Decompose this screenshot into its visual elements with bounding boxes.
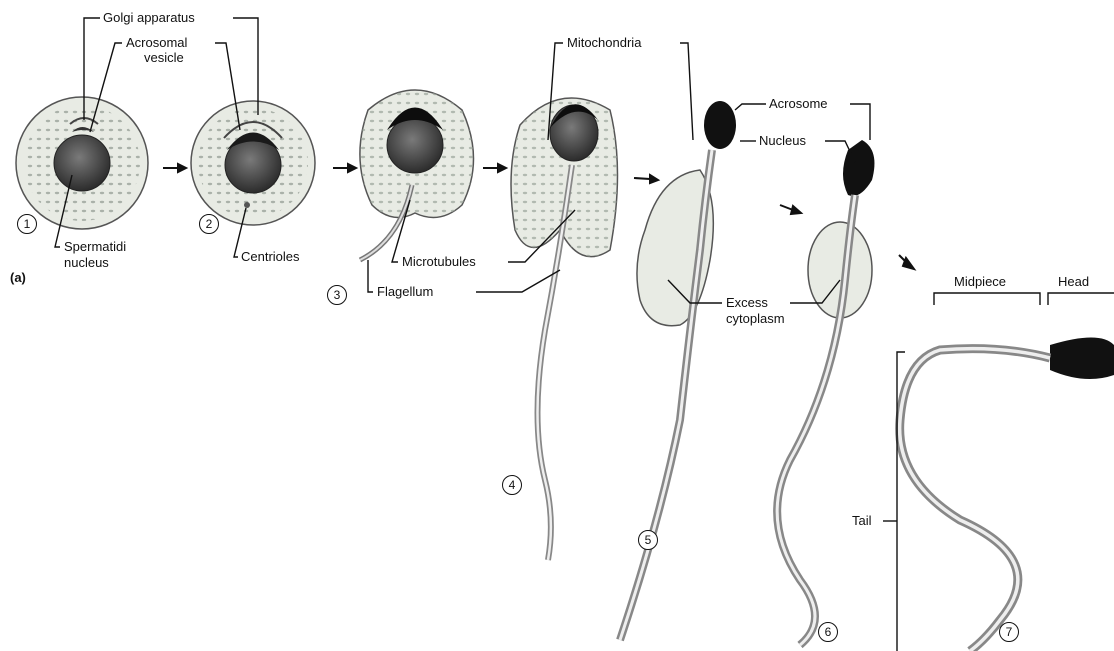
label-flagellum: Flagellum (377, 285, 433, 299)
label-tail: Tail (852, 514, 872, 528)
label-nucleus: Nucleus (759, 134, 806, 148)
step-number-6: 6 (818, 622, 838, 642)
label-excess-cytoplasm-line1: Excess (726, 296, 768, 310)
label-midpiece: Midpiece (954, 275, 1006, 289)
cell-stage-4 (511, 98, 618, 560)
cell-stage-1 (16, 97, 148, 229)
cell-stage-5 (620, 101, 736, 640)
label-microtubules: Microtubules (402, 255, 476, 269)
step-number-1: 1 (17, 214, 37, 234)
step-number-4: 4 (502, 475, 522, 495)
step-number-7: 7 (999, 622, 1019, 642)
step-number-2: 2 (199, 214, 219, 234)
label-acrosome: Acrosome (769, 97, 828, 111)
label-acrosomal-vesicle-line2: vesicle (144, 51, 184, 65)
step-number-5: 5 (638, 530, 658, 550)
label-head: Head (1058, 275, 1089, 289)
label-spermatid-nucleus-line1: Spermatidi (64, 240, 126, 254)
label-centrioles: Centrioles (241, 250, 300, 264)
label-spermatid-nucleus-line2: nucleus (64, 256, 109, 270)
cell-stage-2 (191, 101, 315, 225)
label-excess-cytoplasm-line2: cytoplasm (726, 312, 785, 326)
step-number-3: 3 (327, 285, 347, 305)
cell-stage-6 (777, 140, 874, 645)
label-mitochondria: Mitochondria (567, 36, 641, 50)
label-golgi-apparatus: Golgi apparatus (103, 11, 195, 25)
label-acrosomal-vesicle-line1: Acrosomal (126, 36, 187, 50)
sperm-stage-7 (900, 338, 1114, 651)
cell-stage-3 (360, 90, 474, 260)
panel-label: (a) (10, 270, 26, 285)
